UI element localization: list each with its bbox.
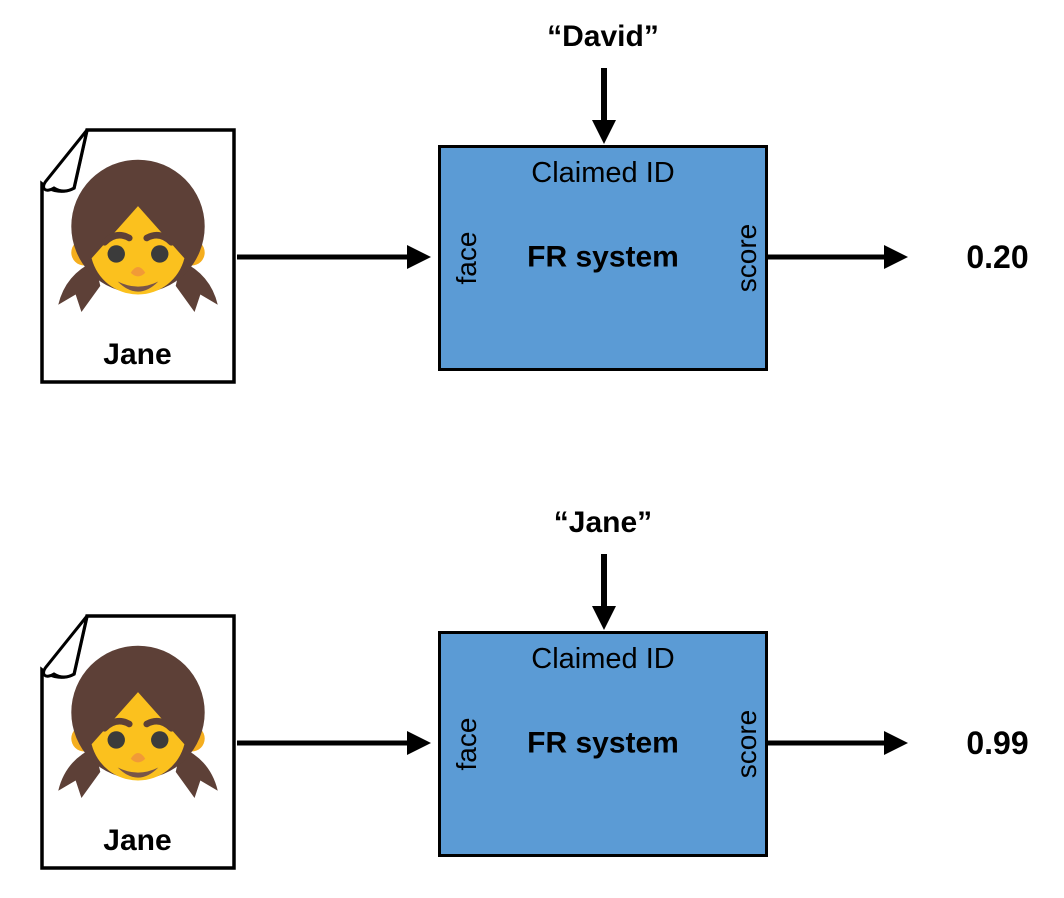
score-value: 0.99 xyxy=(966,725,1029,761)
verification-attempt-genuine: Jane “Jane” Claimed ID FR system face sc… xyxy=(0,486,1064,898)
verification-attempt-impostor: Jane “David” Claimed ID FR system face s… xyxy=(0,0,1064,412)
fr-system-box: Claimed ID FR system face score xyxy=(438,145,768,371)
fr-system-box: Claimed ID FR system face score xyxy=(438,631,768,857)
probe-photo-document: Jane xyxy=(38,127,237,385)
face-input-arrow xyxy=(237,245,431,269)
claimed-id-port-label: Claimed ID xyxy=(531,157,675,189)
score-value: 0.20 xyxy=(966,239,1029,275)
score-port-label: score xyxy=(731,223,762,293)
score-output-arrow xyxy=(768,731,908,755)
claimed-id-value: “David” xyxy=(547,20,659,53)
claimed-id-value: “Jane” xyxy=(553,506,653,539)
photo-label: Jane xyxy=(103,824,172,857)
fr-system-title: FR system xyxy=(527,240,679,274)
folded-corner-icon xyxy=(42,615,89,679)
face-input-arrow xyxy=(237,731,431,755)
score-port-label: score xyxy=(731,709,762,779)
probe-photo-document: Jane xyxy=(38,613,237,871)
face-port-label: face xyxy=(451,231,482,285)
fr-system-title: FR system xyxy=(527,726,679,760)
score-output-arrow xyxy=(768,245,908,269)
face-port-label: face xyxy=(451,717,482,771)
claimed-id-arrow xyxy=(592,68,616,144)
folded-corner-icon xyxy=(42,129,89,193)
photo-label: Jane xyxy=(103,338,172,371)
claimed-id-port-label: Claimed ID xyxy=(531,643,675,675)
claimed-id-arrow xyxy=(592,554,616,630)
